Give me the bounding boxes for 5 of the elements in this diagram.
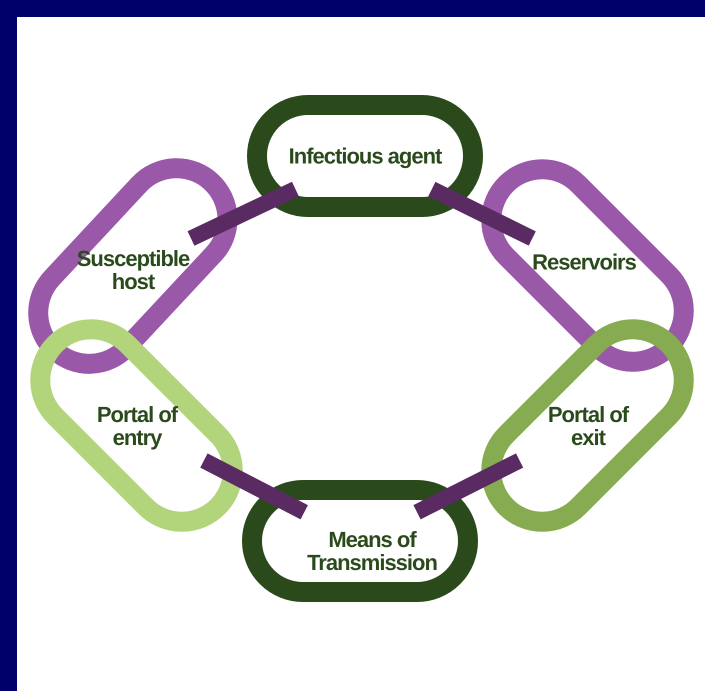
- link-label: Infectious agent: [288, 144, 443, 168]
- link-label: Portal of entry: [96, 402, 179, 449]
- link-label: Portal of exit: [546, 402, 630, 449]
- link-label: Means of Transmission: [306, 528, 438, 574]
- link-label: Reservoirs: [531, 250, 637, 274]
